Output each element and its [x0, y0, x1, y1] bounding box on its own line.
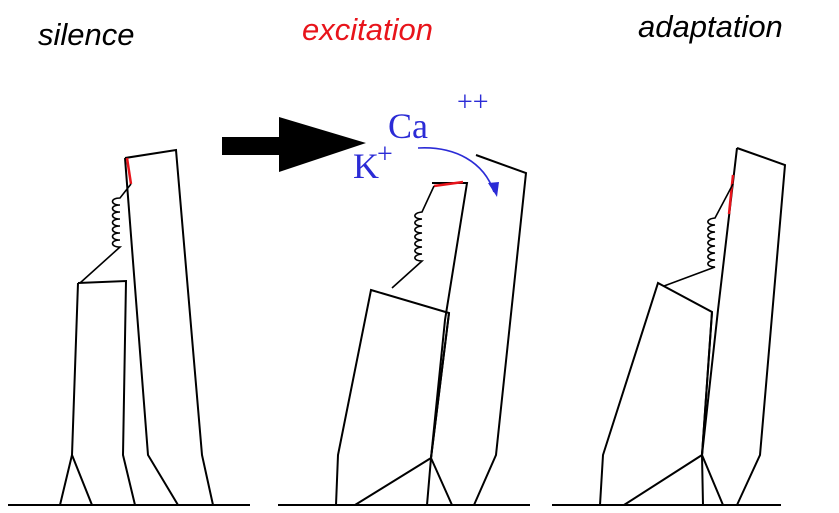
tip-link — [433, 180, 464, 188]
ion-potassium: K — [353, 146, 379, 186]
tip-link — [125, 157, 133, 185]
panel-title-adaptation: adaptation — [638, 9, 783, 44]
tall-stereocilium — [124, 148, 214, 506]
tall-stereocilium — [700, 147, 738, 506]
panel-title-silence: silence — [38, 17, 135, 52]
tall-stereocilium — [124, 157, 179, 506]
panel-adaptation — [552, 147, 787, 506]
tip-link — [727, 174, 735, 215]
panel-excitation — [278, 154, 530, 506]
spring-coil-icon — [391, 185, 435, 289]
ion-potassium-charge: + — [377, 139, 393, 170]
short-stereocilium-inner — [426, 312, 450, 506]
right-arrow-icon — [222, 117, 366, 172]
panel-title-excitation: excitation — [302, 12, 433, 47]
panel-silence — [8, 148, 250, 506]
curved-arrow-head — [488, 182, 499, 197]
ion-calcium: Ca — [388, 106, 428, 146]
spring-coil-icon — [663, 183, 734, 287]
short-stereocilium — [77, 279, 136, 506]
tall-stereocilium — [473, 154, 528, 506]
spring-coil-icon — [79, 183, 132, 284]
tall-stereocilium — [736, 147, 787, 506]
short-stereocilium — [59, 282, 79, 506]
curved-arrow-icon — [417, 147, 495, 193]
short-stereocilium — [334, 288, 451, 506]
ion-calcium-charge: ++ — [457, 87, 489, 118]
tall-stereocilium — [429, 182, 469, 506]
short-stereocilium-inner — [71, 454, 93, 506]
short-stereocilium — [598, 281, 714, 506]
